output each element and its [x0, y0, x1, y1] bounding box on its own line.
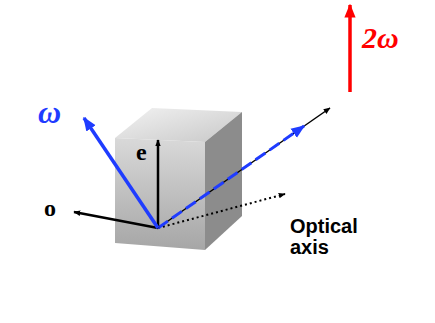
- second-harmonic-polarization: [348, 5, 352, 92]
- harmonic-label: 2ω: [362, 22, 399, 54]
- o-axis-label: o: [44, 196, 56, 221]
- optical-axis-line: [158, 194, 285, 228]
- fundamental-label: ω: [38, 96, 61, 130]
- e-axis-arrow: [157, 140, 160, 228]
- o-axis-arrow: [74, 212, 158, 228]
- omega-polarization: [84, 118, 158, 228]
- optical-axis-label: Optical axis: [290, 216, 368, 258]
- fundamental-out: [158, 126, 304, 228]
- crystal-cube: [115, 108, 242, 250]
- output-beam: [158, 108, 330, 228]
- e-axis-label: e: [136, 140, 147, 165]
